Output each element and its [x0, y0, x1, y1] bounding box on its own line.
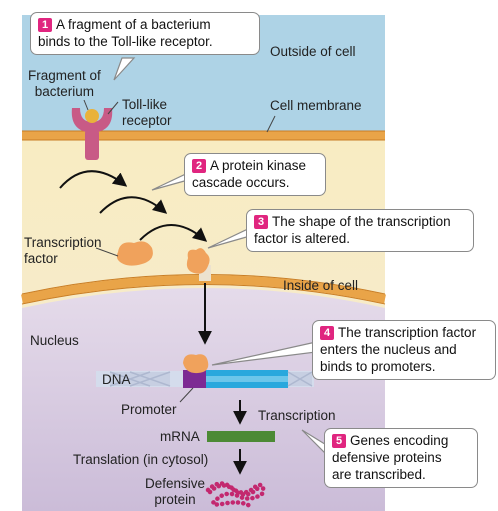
mrna-bar: [207, 431, 275, 442]
step-2-text: A protein kinase cascade occurs.: [192, 158, 307, 190]
mrna-label: mRNA: [160, 429, 200, 444]
membrane-pointer: [266, 115, 276, 133]
step-4-badge: 4: [320, 326, 334, 340]
cascade-arrow-1: [59, 170, 128, 189]
defensive-protein: [205, 481, 266, 509]
callout-tails: [113, 57, 329, 458]
cell-membrane-label: Cell membrane: [270, 98, 362, 113]
fragment-pointer: [83, 99, 89, 111]
outside-cell-label: Outside of cell: [270, 44, 356, 59]
fragment-label: Fragment of bacterium: [28, 68, 101, 99]
toll-like-receptor: [71, 108, 113, 160]
cascade-arrow-2: [99, 196, 168, 214]
dna-label: DNA: [102, 372, 131, 387]
step-3-badge: 3: [254, 215, 268, 229]
transcription-factor-inactive: [116, 241, 153, 266]
receptor-label: Toll-like receptor: [122, 97, 172, 128]
cell-membrane: [22, 131, 385, 140]
transcription-factor-label: Transcription factor: [24, 235, 102, 266]
promoter-pointer: [179, 387, 194, 403]
step-1-badge: 1: [38, 18, 52, 32]
receptor-pointer: [107, 101, 119, 115]
defensive-protein-label: Defensive protein: [145, 476, 206, 507]
nucleus-region: [22, 288, 385, 511]
transcription-factor-altered: [186, 248, 210, 274]
step-5-badge: 5: [332, 434, 346, 448]
cascade-arrow-3: [139, 224, 208, 242]
tf-pointer: [95, 247, 119, 257]
step-3-text: The shape of the transcription factor is…: [254, 214, 451, 246]
bacterium-fragment: [85, 109, 99, 123]
promoter-region: [183, 370, 206, 388]
dna-strand: [96, 370, 314, 388]
transcription-factor-bound: [183, 354, 209, 374]
translation-label: Translation (in cytosol): [73, 452, 209, 467]
step-5-text: Genes encoding defensive proteins are tr…: [332, 433, 449, 482]
nucleus-label: Nucleus: [30, 333, 79, 348]
promoter-label: Promoter: [121, 402, 177, 417]
inside-cell-label: Inside of cell: [283, 278, 359, 293]
transcription-label: Transcription: [258, 408, 336, 423]
step-2-badge: 2: [192, 159, 206, 173]
step-1-text: A fragment of a bacterium binds to the T…: [38, 17, 213, 49]
step-4-text: The transcription factor enters the nucl…: [320, 325, 477, 374]
